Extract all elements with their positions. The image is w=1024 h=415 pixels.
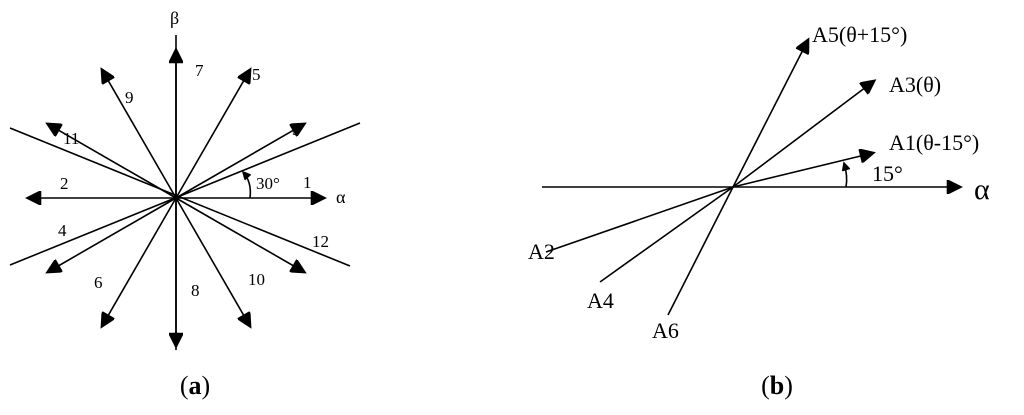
caption-b: (b) <box>761 371 793 400</box>
vector-label-11: 11 <box>63 129 79 148</box>
vector-a5 <box>732 40 808 188</box>
vector-a3 <box>732 81 874 188</box>
vector-a1 <box>732 153 873 188</box>
vector-12 <box>175 197 304 272</box>
vector-label-6: 6 <box>94 273 103 292</box>
label-a4: A4 <box>587 288 614 313</box>
vector-5 <box>175 70 250 199</box>
vector-label-1: 1 <box>303 173 312 192</box>
panel-b: α 15° A5(θ+15°) A3(θ) A1(θ-15°) A2 A4 A6… <box>528 22 990 400</box>
angle-arc-15 <box>844 163 847 188</box>
vector-label-8: 8 <box>191 281 200 300</box>
line-a2-a1 <box>545 186 734 253</box>
label-a2: A2 <box>528 239 555 264</box>
alpha-axis-label-b: α <box>974 173 990 206</box>
line-a4-a3 <box>599 186 734 283</box>
vector-label-2: 2 <box>60 174 69 193</box>
vector-label-10: 10 <box>248 270 265 289</box>
panel-a: 30° α β 1 2 3 4 5 6 7 8 9 10 11 12 (a) <box>9 8 361 400</box>
vector-label-5: 5 <box>252 65 261 84</box>
long-line-30deg <box>9 122 361 266</box>
angle-label-15: 15° <box>872 161 903 186</box>
vector-4 <box>48 197 177 272</box>
vector-label-7: 7 <box>195 61 204 80</box>
vector-11 <box>48 124 177 199</box>
vector-label-9: 9 <box>125 88 134 107</box>
vector-10 <box>175 197 250 326</box>
label-a3: A3(θ) <box>889 72 941 97</box>
vector-label-4: 4 <box>58 221 67 240</box>
vector-label-3: 3 <box>292 120 301 139</box>
angle-label-30: 30° <box>256 174 280 193</box>
vector-6 <box>102 197 177 326</box>
caption-a: (a) <box>180 371 210 400</box>
vector-group <box>28 50 324 346</box>
vector-9 <box>102 70 177 199</box>
beta-axis-label: β <box>170 8 179 28</box>
angle-arc-30 <box>243 172 250 199</box>
vector-3 <box>175 124 304 199</box>
label-a1: A1(θ-15°) <box>889 130 979 155</box>
label-a5: A5(θ+15°) <box>812 22 907 47</box>
label-a6: A6 <box>652 318 679 343</box>
alpha-axis-label: α <box>336 187 346 207</box>
long-line-150deg <box>9 127 351 267</box>
vector-label-12: 12 <box>312 232 329 251</box>
line-a6-a5 <box>667 186 734 316</box>
